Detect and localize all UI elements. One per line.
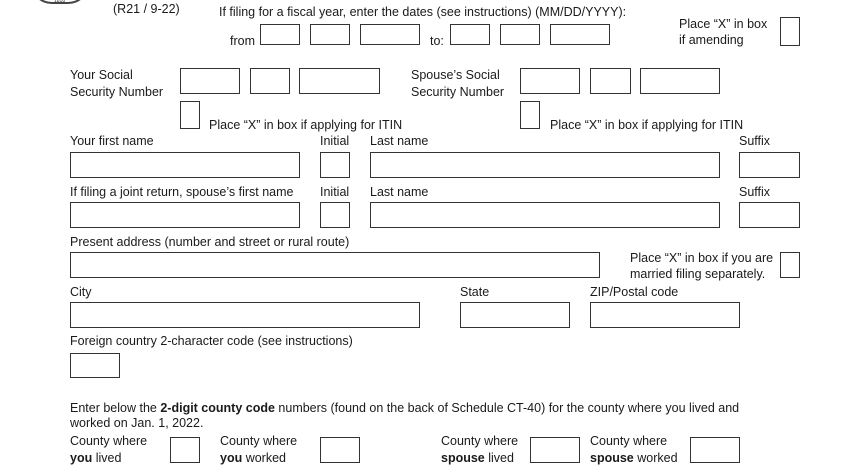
fiscal-from-month-box[interactable] xyxy=(260,24,300,45)
your-ssn-part3-box[interactable] xyxy=(299,68,380,94)
county-you-lived-label-line2: you lived xyxy=(70,451,122,465)
fiscal-to-month-box[interactable] xyxy=(450,24,490,45)
your-itin-checkbox[interactable] xyxy=(180,101,200,129)
your-ssn-part2-box[interactable] xyxy=(250,68,290,94)
fiscal-from-year-box[interactable] xyxy=(360,24,420,45)
county-spouse-worked-label-line1: County where xyxy=(590,434,668,448)
foreign-country-label: Foreign country 2-character code (see in… xyxy=(70,334,353,348)
spouse-itin-checkbox[interactable] xyxy=(520,101,540,129)
spouse-suffix-field[interactable] xyxy=(739,202,800,228)
seal-year: 1818 xyxy=(54,0,66,4)
spouse-first-name-label: If filing a joint return, spouse’s first… xyxy=(70,185,294,199)
married-separately-label-line2: married filing separately. xyxy=(630,267,766,281)
married-separately-label-line1: Place “X” in box if you are xyxy=(630,251,774,265)
city-field[interactable] xyxy=(70,302,420,328)
amending-checkbox[interactable] xyxy=(780,17,800,46)
fiscal-to-year-box[interactable] xyxy=(550,24,610,45)
initial-field[interactable] xyxy=(320,152,350,178)
amending-label-line1: Place “X” in box xyxy=(679,17,768,31)
spouse-initial-label: Initial xyxy=(320,185,350,199)
spouse-initial-field[interactable] xyxy=(320,202,350,228)
county-you-worked-label-line2: you worked xyxy=(220,451,287,465)
foreign-country-field[interactable] xyxy=(70,353,120,378)
county-intro-line2: worked on Jan. 1, 2022. xyxy=(70,416,204,430)
your-ssn-label-line2: Security Number xyxy=(70,85,164,99)
spouse-ssn-part3-box[interactable] xyxy=(640,68,720,94)
state-field[interactable] xyxy=(460,302,570,328)
first-name-field[interactable] xyxy=(70,152,300,178)
county-spouse-worked-field[interactable] xyxy=(690,437,740,463)
fiscal-to-day-box[interactable] xyxy=(500,24,540,45)
county-spouse-lived-field[interactable] xyxy=(530,437,580,463)
spouse-ssn-part1-box[interactable] xyxy=(520,68,580,94)
your-ssn-part1-box[interactable] xyxy=(180,68,240,94)
to-label: to: xyxy=(430,34,444,48)
last-name-label: Last name xyxy=(370,134,429,148)
spouse-ssn-label-line2: Security Number xyxy=(411,85,505,99)
county-you-lived-label-line1: County where xyxy=(70,434,148,448)
county-spouse-worked-label-line2: spouse worked xyxy=(590,451,678,465)
last-name-field[interactable] xyxy=(370,152,720,178)
present-address-label: Present address (number and street or ru… xyxy=(70,235,350,249)
spouse-first-name-field[interactable] xyxy=(70,202,300,228)
your-itin-label: Place “X” in box if applying for ITIN xyxy=(209,118,403,132)
spouse-suffix-label: Suffix xyxy=(739,185,771,199)
spouse-ssn-label-line1: Spouse’s Social xyxy=(411,68,500,82)
county-you-lived-field[interactable] xyxy=(170,437,200,463)
county-spouse-lived-label-line2: spouse lived xyxy=(441,451,514,465)
county-intro-line1: Enter below the 2-digit county code numb… xyxy=(70,401,740,415)
first-name-label: Your first name xyxy=(70,134,154,148)
amending-label-line2: if amending xyxy=(679,33,744,47)
suffix-label: Suffix xyxy=(739,134,771,148)
present-address-field[interactable] xyxy=(70,252,600,278)
city-label: City xyxy=(70,285,92,299)
fiscal-from-day-box[interactable] xyxy=(310,24,350,45)
suffix-field[interactable] xyxy=(739,152,800,178)
county-you-worked-label-line1: County where xyxy=(220,434,298,448)
initial-label: Initial xyxy=(320,134,350,148)
your-ssn-label-line1: Your Social xyxy=(70,68,133,82)
spouse-last-name-field[interactable] xyxy=(370,202,720,228)
county-you-worked-field[interactable] xyxy=(320,437,360,463)
state-label: State xyxy=(460,285,490,299)
zip-field[interactable] xyxy=(590,302,740,328)
spouse-ssn-part2-box[interactable] xyxy=(590,68,631,94)
zip-label: ZIP/Postal code xyxy=(590,285,679,299)
spouse-itin-label: Place “X” in box if applying for ITIN xyxy=(550,118,744,132)
spouse-last-name-label: Last name xyxy=(370,185,429,199)
county-spouse-lived-label-line1: County where xyxy=(441,434,519,448)
married-separately-checkbox[interactable] xyxy=(780,252,800,278)
fiscal-year-label: If filing for a fiscal year, enter the d… xyxy=(219,5,627,19)
from-label: from xyxy=(230,34,255,48)
revision-code: (R21 / 9-22) xyxy=(113,2,180,16)
